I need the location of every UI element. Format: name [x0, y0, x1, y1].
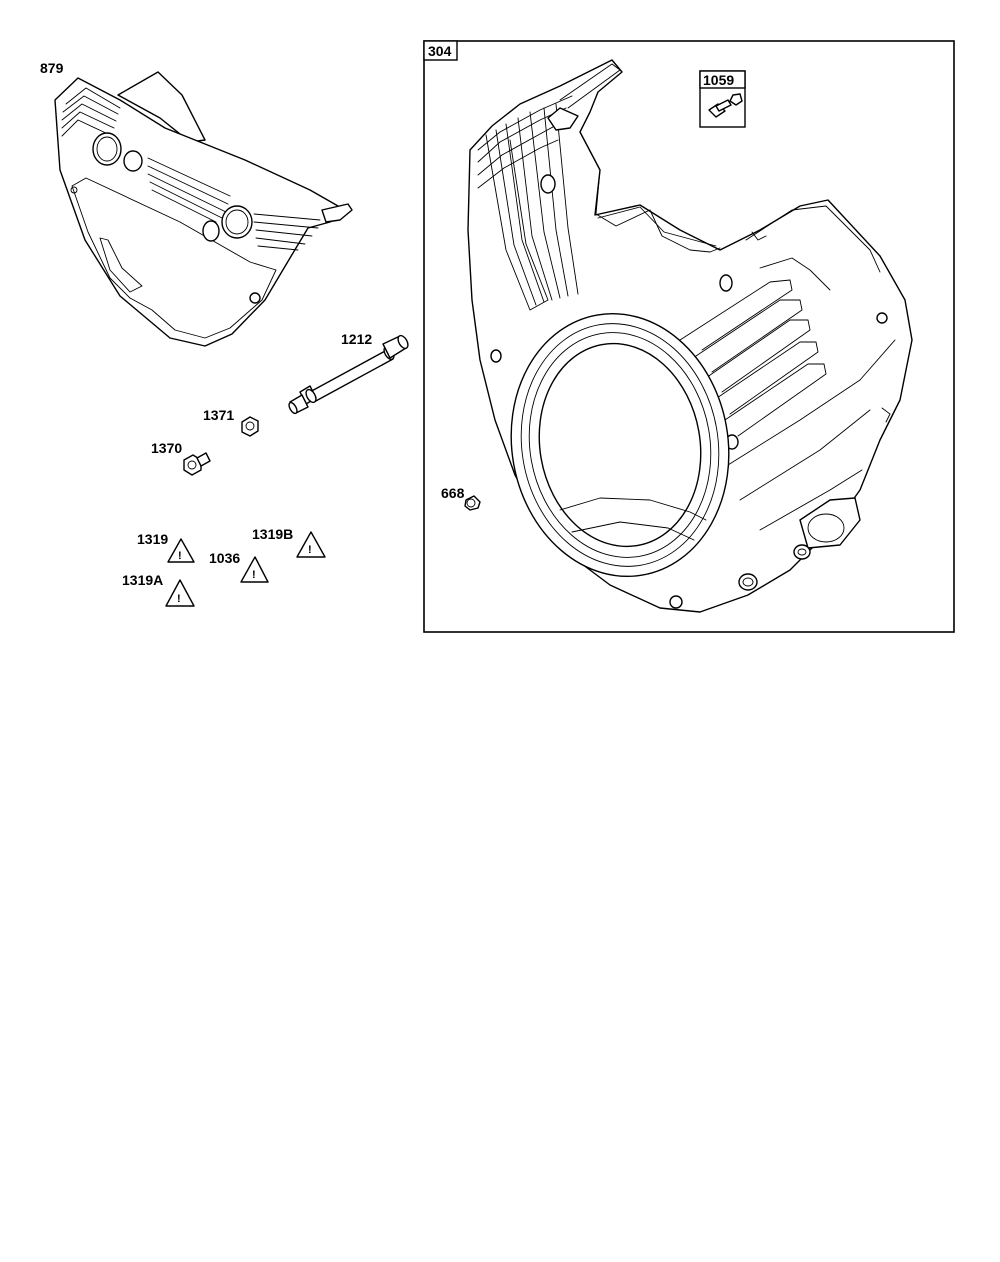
label-1371: 1371 [203, 407, 234, 423]
label-1370: 1370 [151, 440, 182, 456]
svg-text:!: ! [252, 569, 256, 581]
label-1059: 1059 [703, 72, 734, 88]
label-304: 304 [428, 43, 452, 59]
part-879-cover [54, 71, 353, 347]
assembly-304-tag-box [423, 40, 458, 61]
label-1212: 1212 [341, 331, 372, 347]
svg-text:!: ! [178, 550, 182, 562]
kit-1059-tag-box [699, 70, 746, 89]
part-304-blower-housing [467, 59, 913, 613]
warning-decal-1319b: ! [296, 531, 326, 558]
assembly-304-frame [423, 40, 955, 633]
warning-decal-1319: ! [167, 538, 195, 563]
label-879: 879 [40, 60, 64, 76]
part-668-plug [464, 495, 481, 511]
label-1319b: 1319B [252, 526, 293, 542]
svg-text:!: ! [177, 593, 181, 605]
label-1319: 1319 [137, 531, 168, 547]
kit-1059-screw-and-nut [708, 93, 743, 118]
warning-decal-1319a: ! [165, 579, 195, 607]
warning-decal-1036: ! [240, 556, 269, 583]
label-1036: 1036 [209, 550, 240, 566]
part-1371-nut [241, 416, 259, 437]
label-668: 668 [441, 485, 465, 501]
svg-text:!: ! [308, 544, 312, 556]
part-1212-stud [288, 334, 409, 415]
label-1319a: 1319A [122, 572, 163, 588]
part-1370-bolt [183, 452, 211, 476]
